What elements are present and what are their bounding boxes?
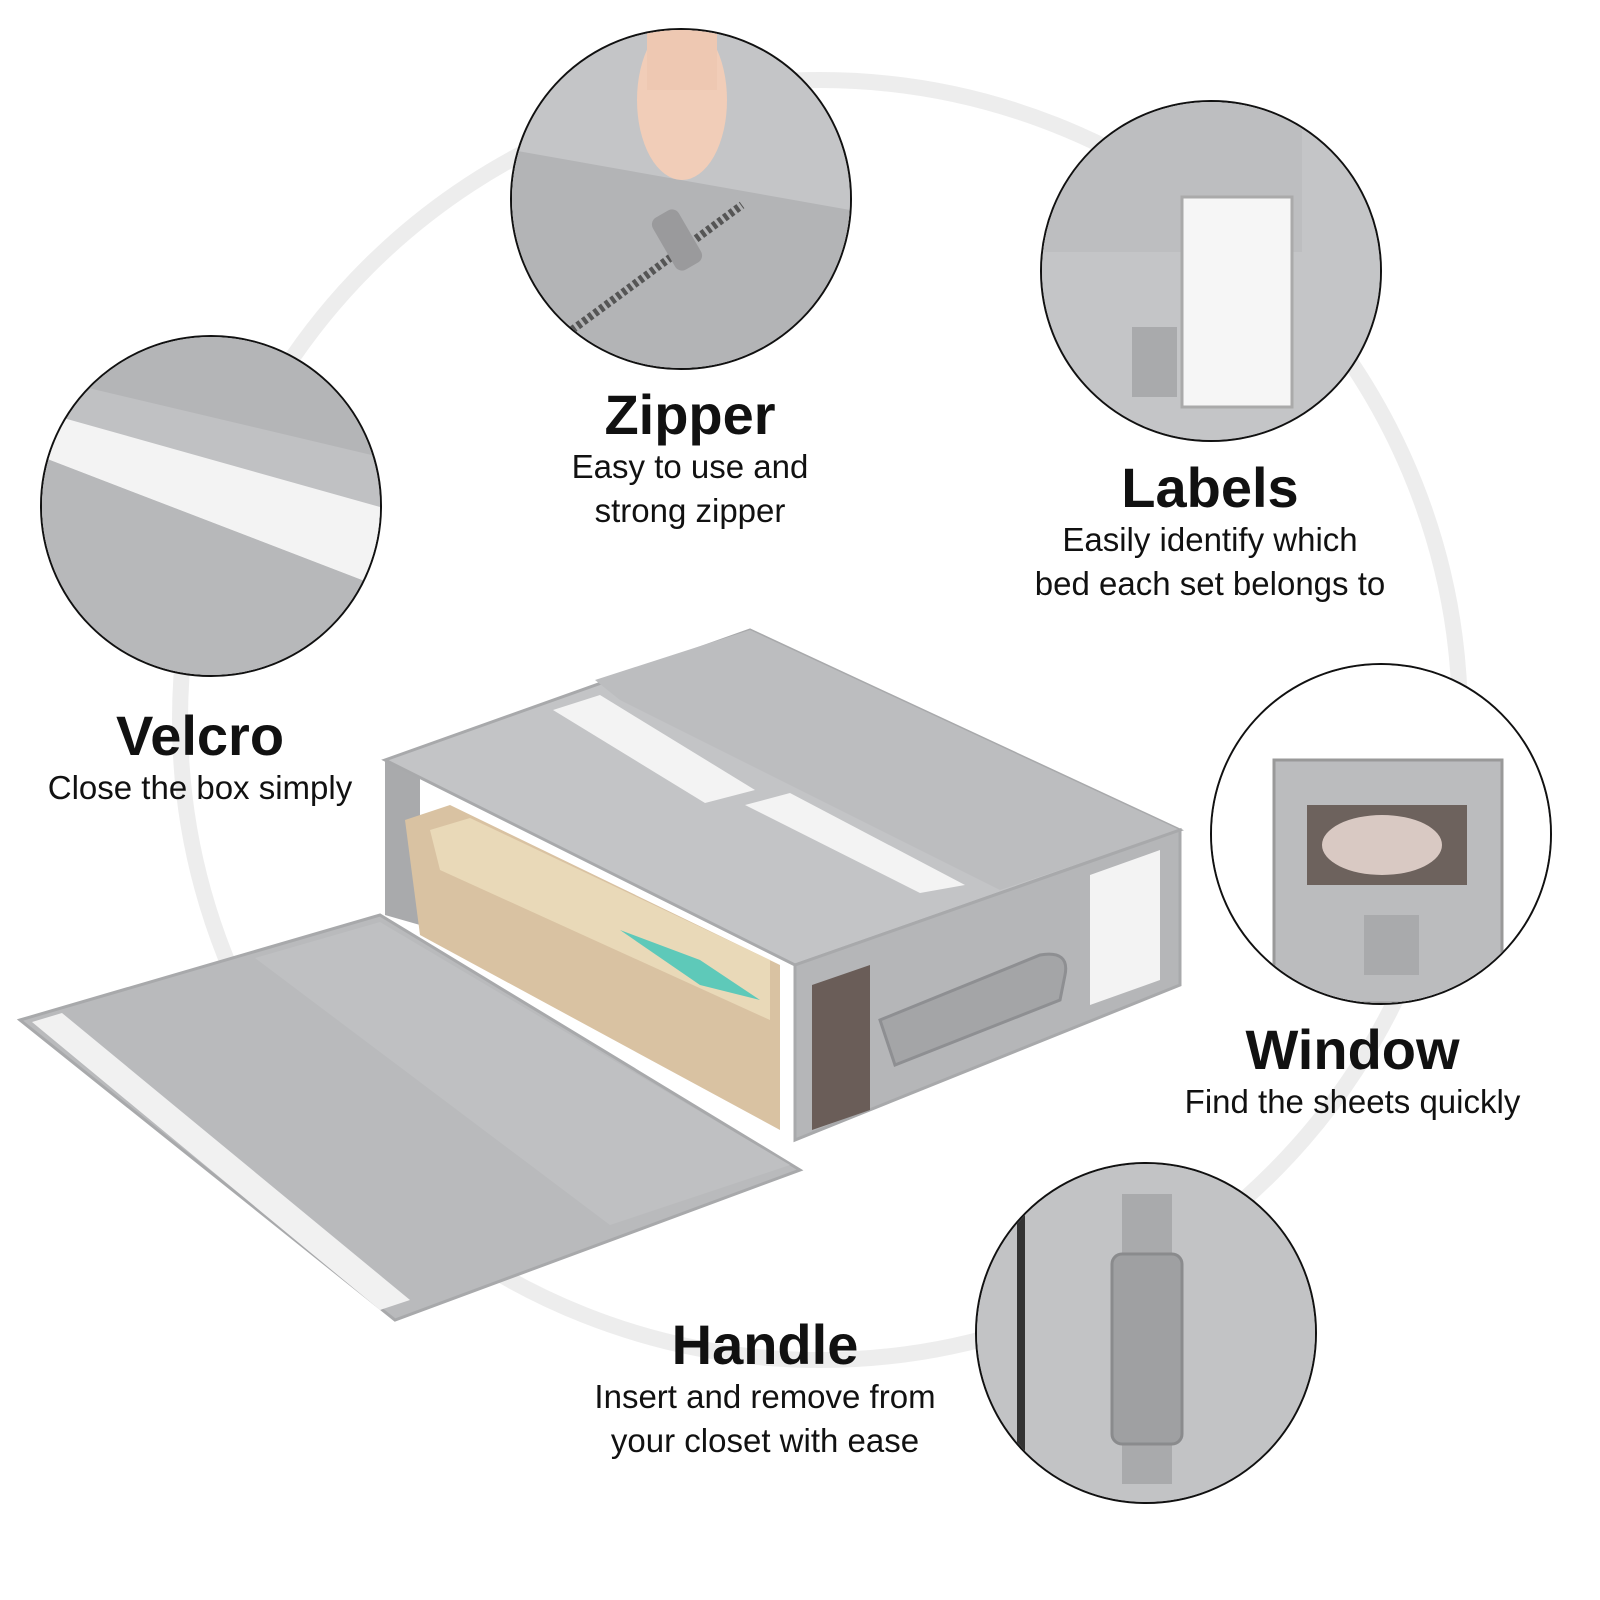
handle-line-2: your closet with ease (610, 1422, 920, 1459)
window-title: Window (1245, 1018, 1460, 1081)
top-velcro-2 (745, 793, 965, 893)
zipper-closeup (510, 28, 852, 370)
velcro-callout: Velcro Close the box simply (20, 706, 380, 810)
handle-line-1: Insert and remove from (594, 1378, 936, 1415)
labels-callout: Labels Easily identify which bed each se… (1005, 458, 1415, 606)
front-flap-inner (255, 922, 790, 1225)
labels-line-2: bed each set belongs to (1034, 565, 1386, 602)
handle-title: Handle (671, 1313, 859, 1376)
window-closeup (1210, 663, 1552, 1005)
velcro-line-1: Close the box simply (47, 769, 353, 806)
window-line-1: Find the sheets quickly (1184, 1083, 1521, 1120)
handle-closeup (975, 1162, 1317, 1504)
sheets-teal (620, 930, 760, 1000)
box-top-lid (595, 630, 1180, 890)
flap-velcro-strip (32, 1013, 410, 1310)
zipper-line-2: strong zipper (594, 492, 786, 529)
top-velcro-1 (553, 695, 755, 803)
label-closeup (1040, 100, 1382, 442)
labels-title: Labels (1121, 456, 1299, 519)
labels-description: Easily identify which bed each set belon… (1005, 518, 1415, 606)
handle-description: Insert and remove from your closet with … (560, 1375, 970, 1463)
side-view-window (812, 965, 870, 1130)
box-left-side (385, 760, 420, 925)
labels-line-1: Easily identify which (1062, 521, 1358, 558)
window-description: Find the sheets quickly (1155, 1080, 1550, 1124)
window-callout: Window Find the sheets quickly (1155, 1020, 1550, 1124)
zipper-title: Zipper (604, 383, 776, 446)
zipper-description: Easy to use and strong zipper (510, 445, 870, 533)
zipper-line-1: Easy to use and (571, 448, 809, 485)
velcro-description: Close the box simply (20, 766, 380, 810)
handle-callout: Handle Insert and remove from your close… (560, 1315, 970, 1463)
velcro-title: Velcro (115, 704, 285, 767)
zipper-callout: Zipper Easy to use and strong zipper (510, 385, 870, 533)
side-handle (878, 952, 1068, 1067)
side-label-window (1090, 850, 1160, 1005)
velcro-closeup (40, 335, 382, 677)
